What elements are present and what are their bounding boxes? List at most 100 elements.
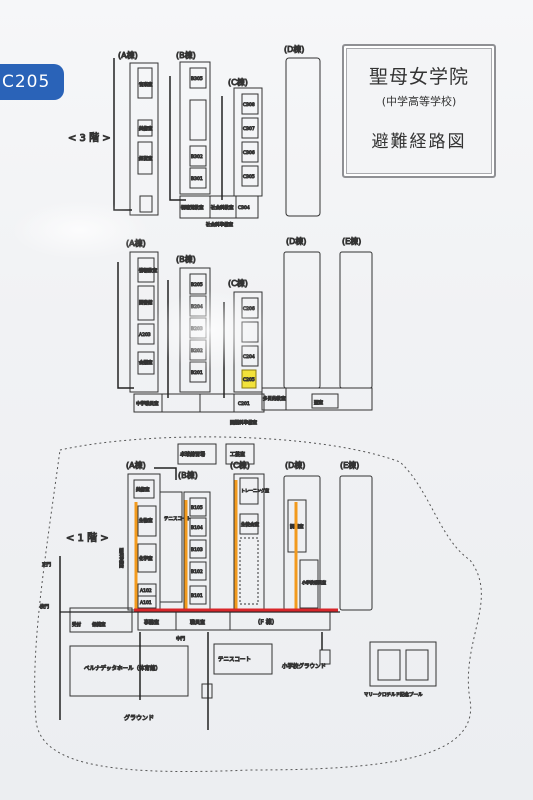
building-e2: [339, 251, 373, 389]
room-b101-label: B101: [191, 593, 203, 599]
room-seiikushitsu-label: 生徒会室: [241, 521, 259, 528]
room-b205-label: B205: [191, 282, 203, 288]
room-c307-label: C307: [243, 126, 255, 132]
room-shakai-label: 社会科教室: [211, 204, 234, 211]
floor-3-label: < 3 階 >: [68, 132, 111, 144]
room-a102-label: A102: [140, 588, 152, 594]
building-d3: [285, 57, 321, 217]
room-ongaku-label: 音楽室: [139, 81, 153, 88]
building-a1-label: (A棟): [126, 460, 146, 470]
room-uketsuke-label: 受付: [72, 621, 81, 628]
room-c306-label: C306: [243, 150, 255, 156]
room-training-label: トレーニング室: [241, 487, 269, 493]
school-name: 聖母女学院: [368, 66, 469, 88]
room-2f-right: [199, 393, 235, 413]
building-d3-label: (D棟): [284, 44, 304, 54]
room-b103: [189, 539, 207, 559]
stair-marker-2: [319, 649, 331, 665]
room-b105: [189, 497, 207, 517]
pool-label: マリークロチルド記念プール: [364, 691, 423, 698]
inner-tennis-court: [159, 491, 183, 603]
pool: [369, 641, 437, 687]
pool-lane-2: [405, 649, 429, 681]
inner-tennis-label: テニスコート: [164, 516, 191, 522]
room-shougakko: [299, 559, 319, 609]
rika-prep-label: 理科準備室: [119, 548, 125, 568]
room-b101: [189, 585, 207, 605]
building-f1: [229, 611, 331, 631]
room-b103-label: B103: [191, 547, 203, 553]
room-bijutsu-label: 美術室: [139, 125, 153, 132]
gym-hall: [69, 645, 189, 697]
room-ryugaku-label: 聖室: [314, 399, 323, 406]
map-title-plate: 聖母女学院 (中学高等学校) 避難経路図: [342, 44, 496, 178]
building-c2-label: (C棟): [228, 278, 248, 288]
escape-path-a3: [113, 58, 132, 211]
room-shichokaku-label: 視聴覚教室: [181, 204, 204, 211]
campus-boundary: [34, 436, 482, 773]
room-takkyu: [177, 443, 217, 465]
gym-hall-label: ベルナデッタホール（体育館）: [84, 664, 161, 672]
room-b204-label: B204: [191, 304, 203, 310]
current-room-tag: C205: [0, 64, 64, 100]
room-kousaku: [225, 443, 255, 465]
building-e1: [339, 475, 373, 611]
floor-3-plan: < 3 階 > (A棟) (B棟) (C棟) (D棟) 音楽室 美術室 経営室 …: [68, 44, 321, 229]
room-seiikushitsu: [239, 513, 259, 535]
room-c304-label: C304: [238, 205, 250, 211]
ground-label: グラウンド: [124, 714, 154, 722]
room-b102: [189, 561, 207, 581]
building-c1-label: (C棟): [230, 460, 250, 470]
gate-chumon-label: 中門: [176, 635, 185, 642]
building-c1: [233, 473, 265, 611]
room-c305: [241, 165, 259, 187]
room-c307: [241, 117, 259, 139]
building-d2: [283, 251, 321, 389]
room-b104: [189, 517, 207, 537]
building-f1-label: (F 棟): [258, 618, 274, 626]
stair-marker-1: [201, 683, 213, 699]
floor-1-plan: < 1 階 > (A棟) (B棟) (C棟) (D棟) (E棟) 卓球練習場 工…: [34, 436, 482, 773]
building-a3-label: (A棟): [118, 50, 138, 60]
escape-path-north-1: [154, 467, 177, 480]
orange-route-group: [134, 480, 298, 610]
room-seibutsu-label: 生物室: [139, 517, 153, 524]
room-b203-label: B203: [191, 326, 203, 332]
room-c308: [241, 93, 259, 115]
room-kaigi-label: 会議室: [139, 359, 153, 366]
room-a203-label: A203: [139, 332, 151, 338]
room-kousaku-label: 工芸室: [230, 451, 245, 458]
shogakko-ground-label: 小学校グラウンド: [282, 662, 326, 670]
room-b302: [189, 145, 207, 167]
room-b305: [189, 67, 207, 89]
room-b202-label: B202: [191, 348, 203, 354]
social-prep-label: 社会科準備室: [206, 221, 233, 228]
building-d1-label: (D棟): [285, 460, 305, 470]
building-d2-label: (D棟): [286, 236, 306, 246]
pool-lane-1: [377, 649, 401, 681]
tennis-court: [213, 643, 273, 675]
room-shokuin-label: 職員室: [190, 619, 205, 626]
room-hoken-label: 保健室: [92, 621, 106, 628]
stair-a3: [139, 195, 153, 213]
room-training: [239, 477, 259, 505]
room-c306: [241, 141, 259, 163]
floor-1-label: < 1 階 >: [66, 532, 109, 544]
escape-path-b3: [169, 76, 186, 201]
map-title: 避難経路図: [371, 132, 467, 152]
building-e1-label: (E棟): [340, 460, 359, 470]
room-b301-label: B301: [191, 176, 203, 182]
room-ryugaku: [311, 393, 339, 409]
tennis-court-label: テニスコート: [218, 656, 251, 663]
gate-koumon-label: 校門: [40, 603, 49, 610]
building-a2-label: (A棟): [126, 238, 146, 248]
building-b3: [179, 61, 211, 195]
room-c308-label: C308: [243, 102, 255, 108]
room-chugakko-label: 中学職員室: [136, 400, 159, 407]
building-b2-label: (B棟): [176, 254, 196, 264]
room-b301: [189, 167, 207, 189]
room-joho-label: 情報教室: [139, 267, 157, 274]
room-uketsuke-block: [69, 607, 133, 633]
